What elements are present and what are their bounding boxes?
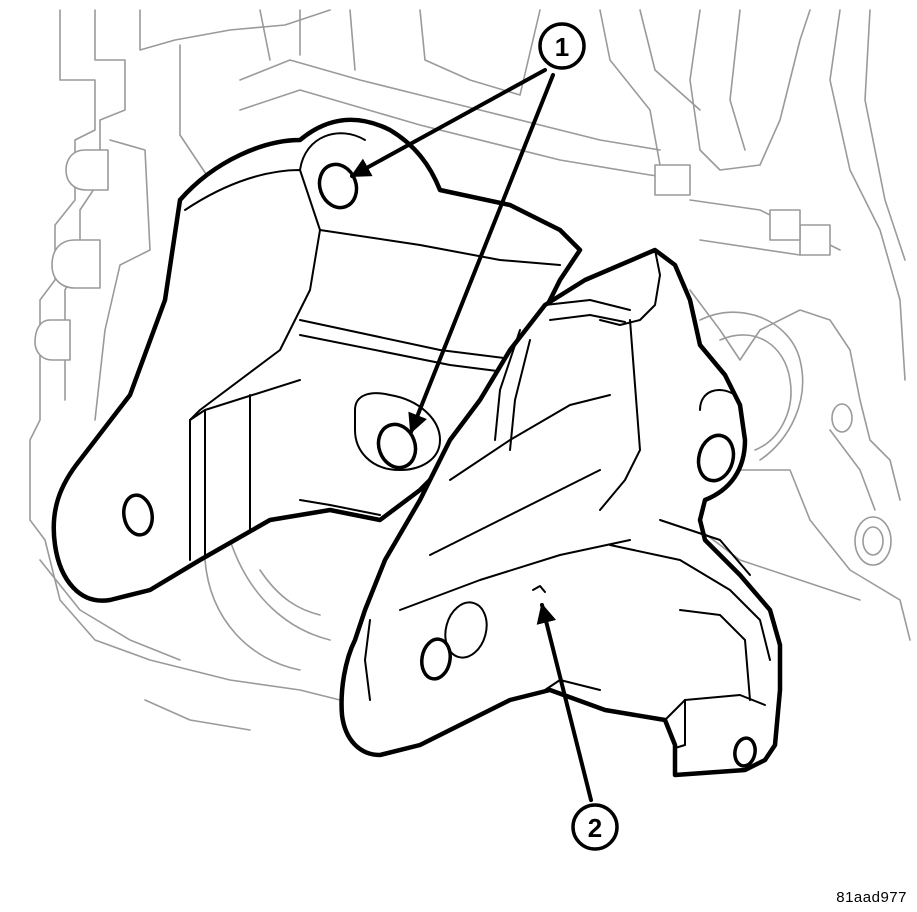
transmission-housing bbox=[29, 9, 911, 731]
callout-2-label: 2 bbox=[588, 813, 602, 843]
rear-mount-bracket bbox=[51, 117, 583, 603]
callout-2-arrow bbox=[536, 603, 593, 802]
figure-reference-code: 81aad977 bbox=[836, 889, 907, 906]
callout-1-circle bbox=[538, 22, 586, 70]
front-mount-bracket bbox=[339, 247, 783, 778]
callout-1: 1 bbox=[350, 22, 586, 434]
callout-2: 2 bbox=[536, 603, 619, 851]
callout-2-circle bbox=[571, 803, 619, 851]
callout-1-arrow-upper bbox=[350, 68, 547, 178]
callout-1-arrow-lower bbox=[408, 73, 555, 434]
callout-1-label: 1 bbox=[555, 32, 569, 62]
